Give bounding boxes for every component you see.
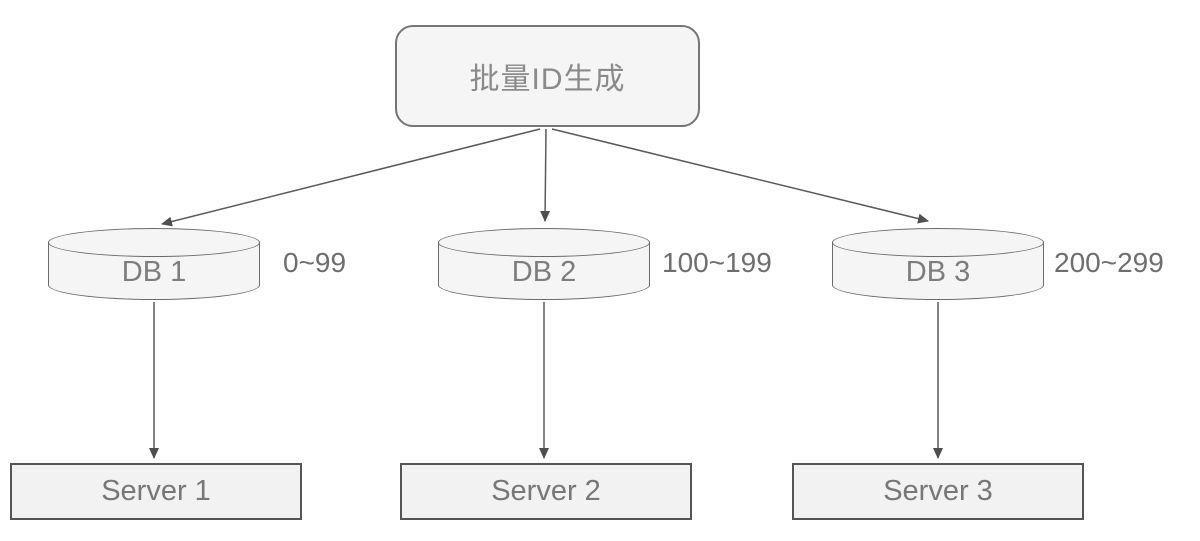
arrow-generator-to-db1 [161,128,541,227]
server1-label: Server 1 [101,475,211,507]
db3-cylinder-top [832,228,1044,257]
server3-node: Server 3 [792,463,1084,520]
batch-id-generator-node: 批量ID生成 [395,25,700,127]
db3-label: DB 3 [905,255,971,288]
db2-cylinder: DB 2 [438,228,650,300]
batch-id-generator-label: 批量ID生成 [469,63,626,96]
db1-label: DB 1 [121,255,187,288]
db3-cylinder: DB 3 [832,228,1044,300]
db2-range-label: 100~199 [662,247,772,278]
server3-label: Server 3 [883,475,993,507]
server2-node: Server 2 [400,463,692,520]
db1-cylinder: DB 1 [48,228,260,300]
arrow-generator-to-db2 [540,128,551,222]
db1-range-label: 0~99 [283,247,347,278]
db2-label: DB 2 [511,255,577,288]
server2-label: Server 2 [491,475,601,507]
db1-cylinder-top [48,228,260,257]
db2-cylinder-top [438,228,650,257]
server1-node: Server 1 [10,463,302,520]
arrow-generator-to-db3 [551,128,929,224]
db3-range-label: 200~299 [1054,247,1164,278]
